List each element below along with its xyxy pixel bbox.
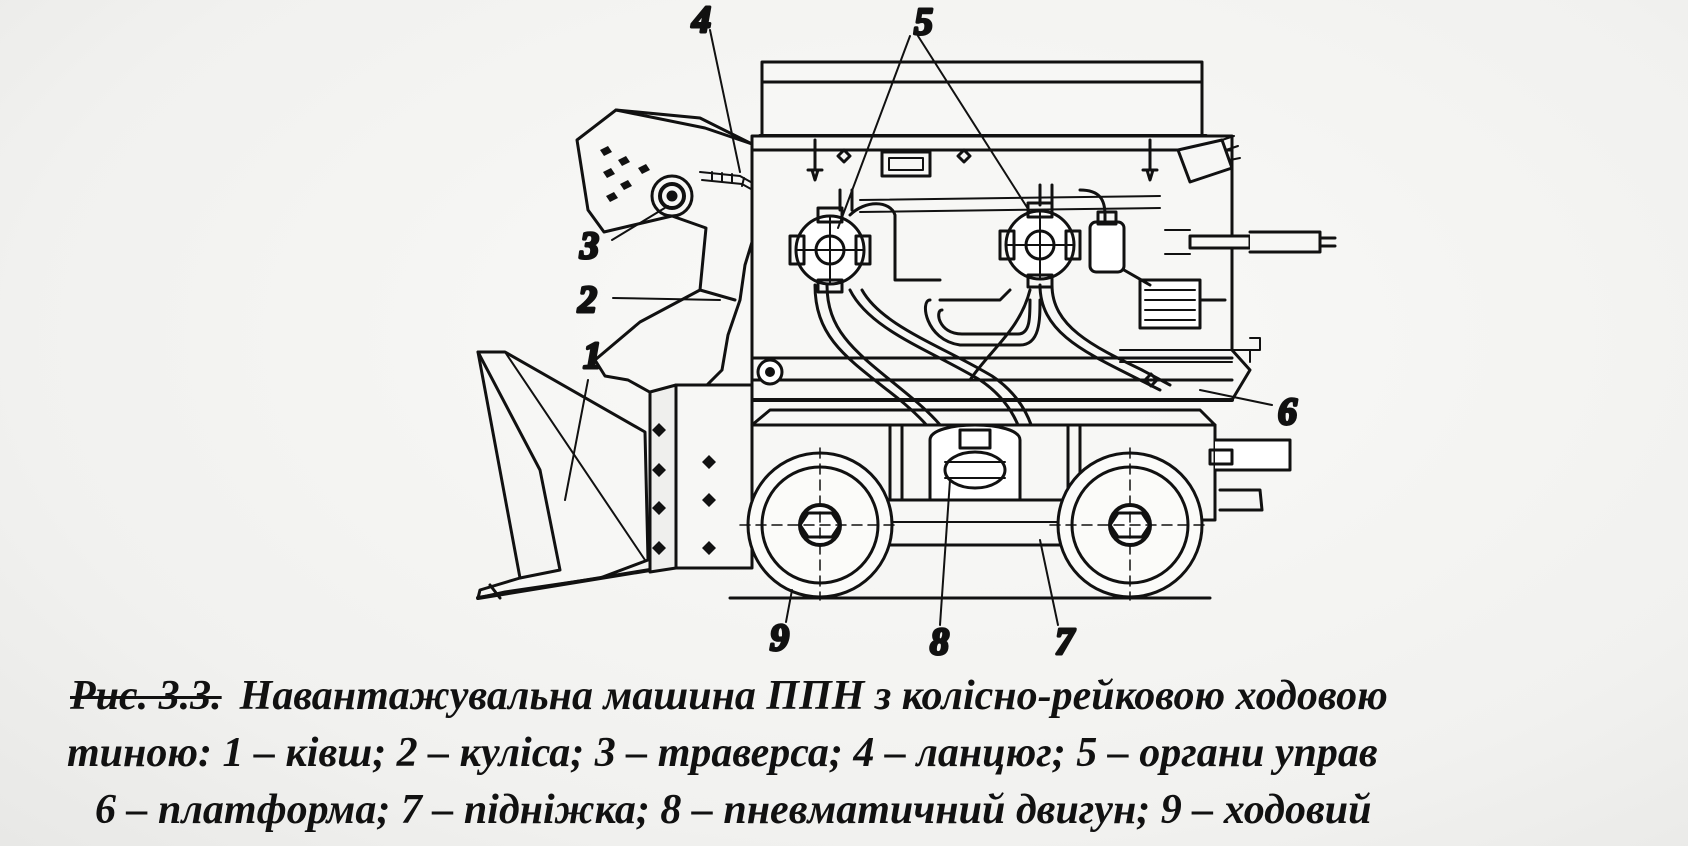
callout-1: 1 bbox=[583, 335, 602, 377]
arm-holes bbox=[600, 146, 650, 202]
loading-machine-drawing: 1 2 3 4 5 6 7 8 9 bbox=[476, 0, 1337, 660]
wheel-rear bbox=[1049, 447, 1211, 601]
control-valve-left bbox=[788, 206, 872, 294]
callout-4: 4 bbox=[691, 0, 711, 41]
leader-lines bbox=[564, 29, 1273, 626]
callout-3: 3 bbox=[579, 225, 599, 267]
filter-unit bbox=[1088, 210, 1261, 363]
traverse-pivot bbox=[650, 174, 694, 218]
caption-line-1: Рис. 3.3. Навантажувальна машина ППН з ко… bbox=[70, 668, 1388, 725]
caption-line-3: 6 – платформа; 7 – підніжка; 8 – пневмат… bbox=[95, 787, 1372, 833]
callout-9: 9 bbox=[770, 617, 789, 659]
callout-2: 2 bbox=[577, 279, 597, 321]
callout-7: 7 bbox=[1055, 621, 1076, 660]
callout-5: 5 bbox=[914, 1, 933, 43]
machine-body bbox=[648, 60, 1337, 574]
caption-line-1-text: Навантажувальна машина ППН з колісно-рей… bbox=[239, 673, 1388, 719]
figure-label: Рис. 3.3. bbox=[70, 673, 222, 719]
control-valve-right bbox=[998, 201, 1082, 289]
figure-caption: Рис. 3.3. Навантажувальна машина ППН з ко… bbox=[0, 668, 1688, 846]
bucket bbox=[476, 350, 652, 600]
callout-6: 6 bbox=[1278, 391, 1297, 433]
caption-line-2: тиною: 1 – ківш; 2 – куліса; 3 – траверс… bbox=[67, 730, 1378, 776]
callout-8: 8 bbox=[930, 621, 949, 660]
